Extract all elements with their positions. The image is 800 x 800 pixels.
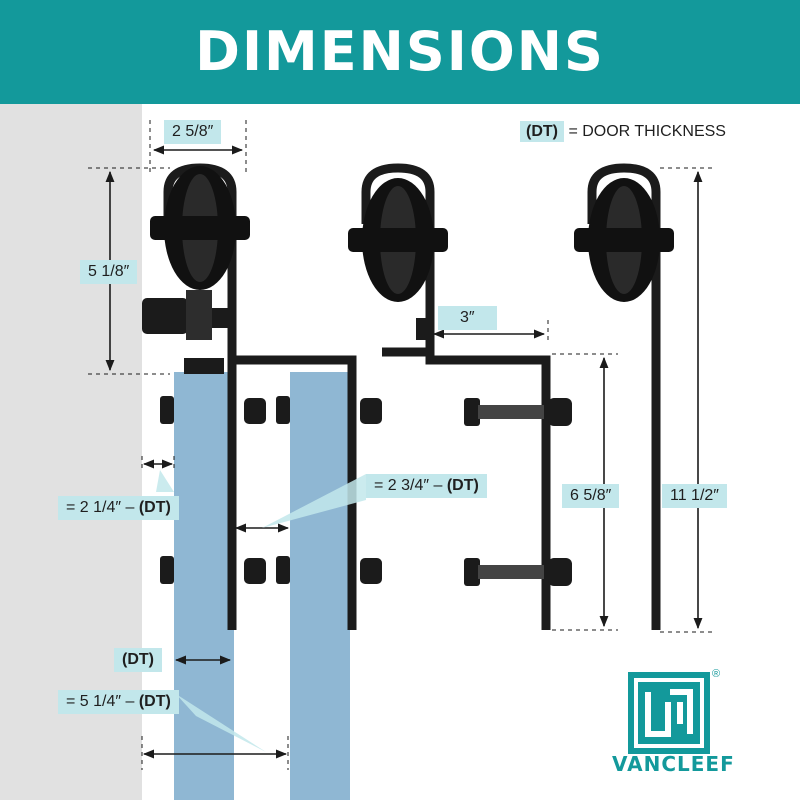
bolt-icon (160, 396, 382, 584)
legend-text: = DOOR THICKNESS (568, 123, 726, 140)
brand-logo-icon (628, 672, 710, 754)
dt-label-text: (DT) (122, 651, 154, 668)
callout-pointer-bottom (176, 694, 266, 752)
total-height-label: 11 1/2″ (662, 484, 727, 508)
wall (0, 104, 142, 800)
bottom-gap-prefix: = 5 1/4″ – (66, 693, 139, 710)
brand-name: VANCLEEF (612, 752, 735, 776)
door-panel-left (174, 372, 234, 800)
dt-label: (DT) (114, 648, 162, 672)
legend-dt: (DT) (520, 121, 564, 142)
registered-mark: ® (712, 668, 721, 680)
middle-gap-label: = 2 3/4″ – (DT) (366, 474, 487, 498)
strap-2 (361, 163, 551, 630)
door-panel-right (290, 372, 350, 800)
offset-label: 3″ (438, 306, 497, 330)
middle-gap-prefix: = 2 3/4″ – (374, 477, 447, 494)
wheel-icon (574, 178, 674, 302)
legend: (DT) = DOOR THICKNESS (520, 120, 726, 144)
left-gap-prefix: = 2 1/4″ – (66, 499, 139, 516)
extension-lines (88, 120, 712, 770)
bolt-icon (464, 398, 572, 586)
page-title: DIMENSIONS (195, 20, 605, 83)
left-gap-dt: (DT) (138, 499, 171, 516)
wheel-icon (150, 166, 250, 290)
door-top-block (184, 358, 224, 374)
bracket-nut (416, 318, 434, 340)
hole-spacing-label: 6 5/8″ (562, 484, 620, 508)
bottom-gap-label: = 5 1/4″ – (DT) (58, 690, 179, 714)
dimension-arrows (105, 145, 703, 759)
title-banner: DIMENSIONS (0, 0, 800, 104)
top-width-label: 2 5/8″ (164, 120, 222, 144)
wheel-icon (348, 178, 448, 302)
middle-gap-dt: (DT) (446, 477, 479, 494)
wheel-height-label: 5 1/8″ (80, 260, 138, 284)
left-gap-label: = 2 1/4″ – (DT) (58, 496, 179, 520)
bottom-gap-dt: (DT) (138, 693, 171, 710)
strap-3 (587, 163, 661, 630)
callout-pointer-middle (262, 474, 366, 528)
anti-jump-bracket (142, 290, 228, 340)
callout-pointer-left (156, 470, 174, 492)
